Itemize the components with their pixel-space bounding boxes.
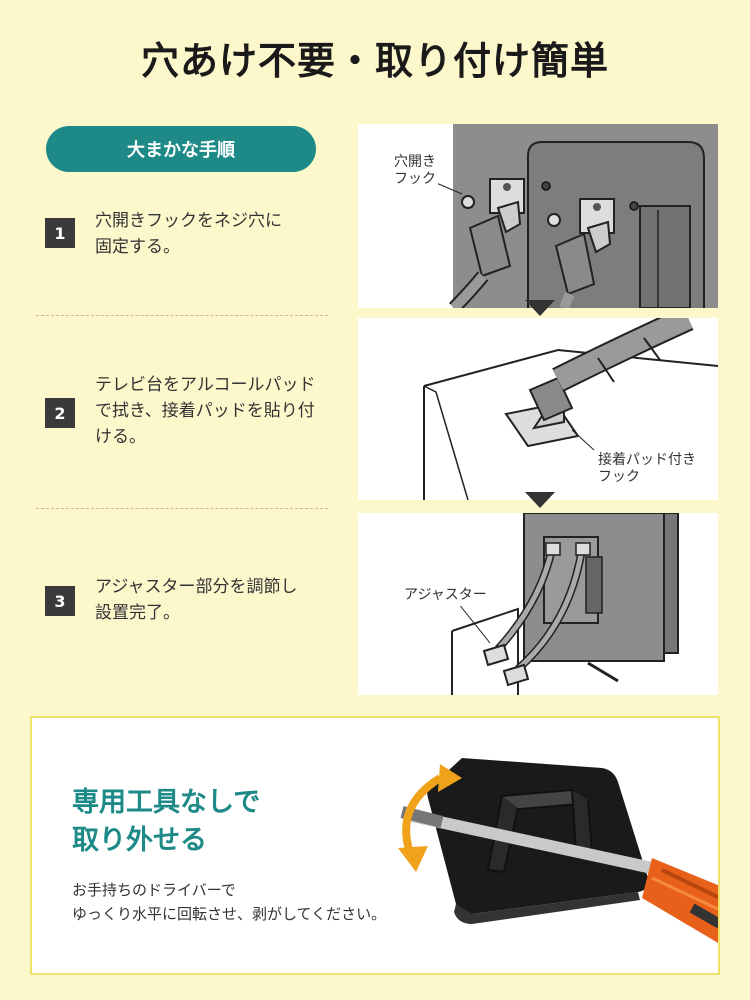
- step-number-2: 2: [45, 398, 75, 428]
- arrow-down-icon: [525, 300, 555, 316]
- step-text-2: テレビ台をアルコールパッド で拭き、接着パッドを貼り付 ける。: [95, 375, 316, 447]
- step-text-1: 穴開きフックをネジ穴に 固定する。: [95, 211, 282, 257]
- hook-label: 穴開き フック: [392, 152, 438, 190]
- tv-back-drawing: [433, 124, 718, 308]
- illustration-adjuster: アジャスター: [358, 513, 718, 695]
- step-number-3: 3: [45, 586, 75, 616]
- divider: [36, 508, 328, 509]
- divider: [36, 315, 328, 316]
- steps-heading-badge: 大まかな手順: [46, 126, 316, 172]
- feature-panel: 専用工具なしで 取り外せる お手持ちのドライバーで ゆっくり水平に回転させ、剥が…: [30, 716, 720, 975]
- step-number-1: 1: [45, 218, 75, 248]
- arrow-down-icon: [525, 492, 555, 508]
- step-text-3: アジャスター部分を調節し 設置完了。: [95, 577, 298, 623]
- hook-left: [449, 178, 551, 308]
- tv-adjuster-drawing: [451, 513, 679, 695]
- page-title: 穴あけ不要・取り付け簡単: [140, 39, 609, 83]
- feature-title: 専用工具なしで 取り外せる: [72, 787, 261, 856]
- illustration-adhesive-pad: 接着パッド付き フック: [358, 318, 718, 500]
- adjuster-label: アジャスター: [402, 585, 489, 606]
- hook-right: [547, 198, 639, 308]
- screwdriver-removal-drawing: [398, 758, 718, 943]
- feature-description: お手持ちのドライバーで ゆっくり水平に回転させ、剥がしてください。: [72, 881, 387, 923]
- illustration-hook-on-tv: 穴開き フック: [358, 124, 718, 308]
- adhesive-pad-label: 接着パッド付き フック: [598, 452, 696, 485]
- steps-heading: 大まかな手順: [127, 140, 235, 161]
- tv-stand-drawing: [423, 318, 718, 500]
